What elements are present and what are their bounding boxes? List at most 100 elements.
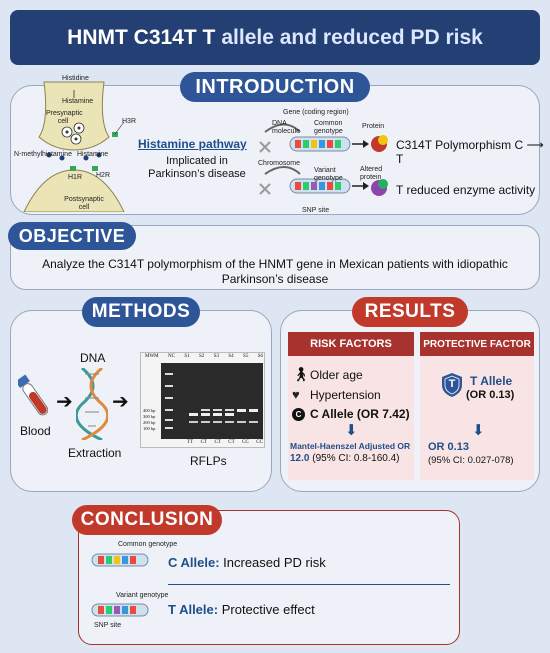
gel-body (161, 363, 263, 439)
dna-helix-icon (76, 368, 108, 440)
variant-genotype-label: Variant genotype (314, 167, 343, 182)
heart-pulse-icon: ♥ (292, 387, 300, 402)
histamine-top-label: Histamine (62, 98, 94, 105)
extraction-label: Extraction (68, 446, 122, 460)
t-allele-label: T Allele: (168, 602, 219, 617)
gel-bp: 200 bp (143, 420, 156, 425)
dna-molecule-label: DNA molecule (272, 120, 301, 135)
gel-image: MWM NC S1 S2 S3 S4 S5 S6 400 bp 300 bp 2… (140, 352, 265, 448)
objective-heading: OBJECTIVE (8, 222, 136, 250)
h2r-label: H2R (96, 172, 111, 179)
dna-label: DNA (80, 351, 106, 365)
variant-genotype-icon (91, 603, 149, 617)
introduction-heading: INTRODUCTION (180, 72, 370, 102)
gel-genotype: CC (242, 440, 249, 445)
arrow-right-icon: ➔ (112, 391, 129, 413)
gel-lane: S6 (257, 354, 263, 359)
gel-genotype: CT (228, 440, 235, 445)
gene-diagram (259, 123, 388, 196)
protective-ci: (95% CI: 0.027-078) (428, 455, 514, 466)
shield-letter: T (448, 378, 456, 390)
hypertension-item: ♥ Hypertension (292, 387, 381, 402)
c-circle-icon: C (292, 407, 305, 421)
c-allele-text: C Allele (OR 7.42) (310, 407, 410, 421)
histamine-mid-label: Histamine (77, 151, 109, 158)
conclusion-heading: CONCLUSION (72, 505, 222, 535)
adjusted-or-value: 12.0 (290, 453, 310, 464)
reduced-activity-text: T reduced enzyme activity (396, 183, 536, 197)
title-part2: allele and reduced PD risk (221, 25, 483, 49)
gel-lane: S3 (213, 354, 219, 359)
synapse-diagram (23, 81, 125, 212)
variant-genotype-label: Variant genotype (116, 592, 169, 599)
risk-factors-box (288, 332, 414, 480)
h1r-label: H1R (68, 174, 83, 181)
protective-factor-heading: PROTECTIVE FACTOR (420, 332, 534, 356)
common-genotype-label: Common genotype (314, 120, 343, 135)
results-heading: RESULTS (352, 297, 468, 327)
altered-protein-label: Altered protein (360, 166, 383, 181)
snp-site-label: SNP site (302, 207, 330, 214)
gel-bp: 400 bp (143, 408, 156, 413)
gel-lane: S5 (243, 354, 249, 359)
gel-genotype: CT (214, 440, 221, 445)
t-allele-conclusion: T Allele: Protective effect (168, 603, 315, 617)
person-icon: 🚶︎ (292, 366, 310, 382)
gel-genotype: CT (200, 440, 207, 445)
blood-tube-icon (18, 374, 48, 416)
divider (168, 584, 450, 585)
risk-item: Hypertension (310, 387, 381, 402)
t-allele-effect: Protective effect (221, 602, 315, 617)
rflps-label: RFLPs (190, 454, 227, 468)
arrow-down-icon: ⬇ (472, 422, 485, 439)
gel-genotype: TT (187, 440, 194, 445)
t-allele-or: (OR 0.13) (466, 389, 515, 401)
polymorphism-text: C314T Polymorphism C ⟶ T (396, 138, 550, 166)
gel-lane: MWM (145, 354, 159, 359)
c-allele-effect: Increased PD risk (223, 555, 326, 570)
title-banner: HNMT C314T T allele and reduced PD risk (10, 10, 540, 65)
arrow-right-icon: ⟶ (526, 138, 544, 152)
adjusted-or-ci: (95% CI: 0.8-160.4) (312, 453, 400, 464)
arrow-down-icon: ⬇ (345, 422, 358, 439)
common-genotype-label: Common genotype (118, 541, 178, 548)
risk-factors-heading: RISK FACTORS (288, 332, 414, 356)
gel-bp: 100 bp (143, 426, 156, 431)
adjusted-or-label: Mantel-Haenszel Adjusted OR (290, 441, 411, 451)
protein-label: Protein (362, 123, 385, 130)
gel-bp: 300 bp (143, 414, 156, 419)
gel-genotype: CC (256, 440, 263, 445)
gel-lane: S4 (228, 354, 234, 359)
adjusted-or-line: 12.0 (95% CI: 0.8-160.4) (290, 452, 400, 466)
gel-bp-labels: 400 bp 300 bp 200 bp 100 bp (143, 408, 155, 432)
arrow-right-icon: ➔ (56, 391, 73, 413)
gel-lane: S1 (184, 354, 190, 359)
gel-genotypes: TT CT CT CT CC CC (187, 440, 263, 445)
protective-or-bottom: OR 0.13 (428, 441, 469, 453)
histamine-pathway-title: Histamine pathway (138, 137, 247, 151)
postsynaptic-label: Postsynaptic cell (64, 196, 104, 211)
gene-coding-label: Gene (coding region) (283, 109, 349, 116)
t-allele-text: T Allele (470, 374, 513, 388)
common-genotype-icon (91, 553, 149, 567)
gel-lane-labels: MWM NC S1 S2 S3 S4 S5 S6 (145, 354, 263, 359)
c-allele-conclusion: C Allele: Increased PD risk (168, 556, 326, 570)
gel-lane: NC (168, 354, 175, 359)
polymorphism-from: C314T Polymorphism C (396, 138, 524, 152)
methods-heading: METHODS (82, 297, 200, 327)
h3r-label: H3R (122, 118, 137, 125)
n-methylhistamine-label: N-methylhistamine (14, 151, 72, 158)
c-allele-item: C C Allele (OR 7.42) (292, 407, 410, 421)
histamine-pathway-text: Implicated in Parkinson’s disease (148, 155, 246, 180)
protective-factor-box (420, 332, 534, 480)
objective-text: Analyze the C314T polymorphism of the HN… (42, 257, 508, 286)
shield-icon (442, 373, 462, 397)
gel-lane: S2 (199, 354, 205, 359)
polymorphism-to: T (396, 152, 404, 166)
histidine-label: Histidine (62, 75, 89, 82)
gel-bands (165, 373, 258, 429)
blood-label: Blood (20, 424, 51, 438)
presynaptic-label: Presynaptic cell (46, 110, 83, 125)
risk-item: Older age (310, 367, 363, 382)
snp-site-label: SNP site (94, 622, 122, 629)
